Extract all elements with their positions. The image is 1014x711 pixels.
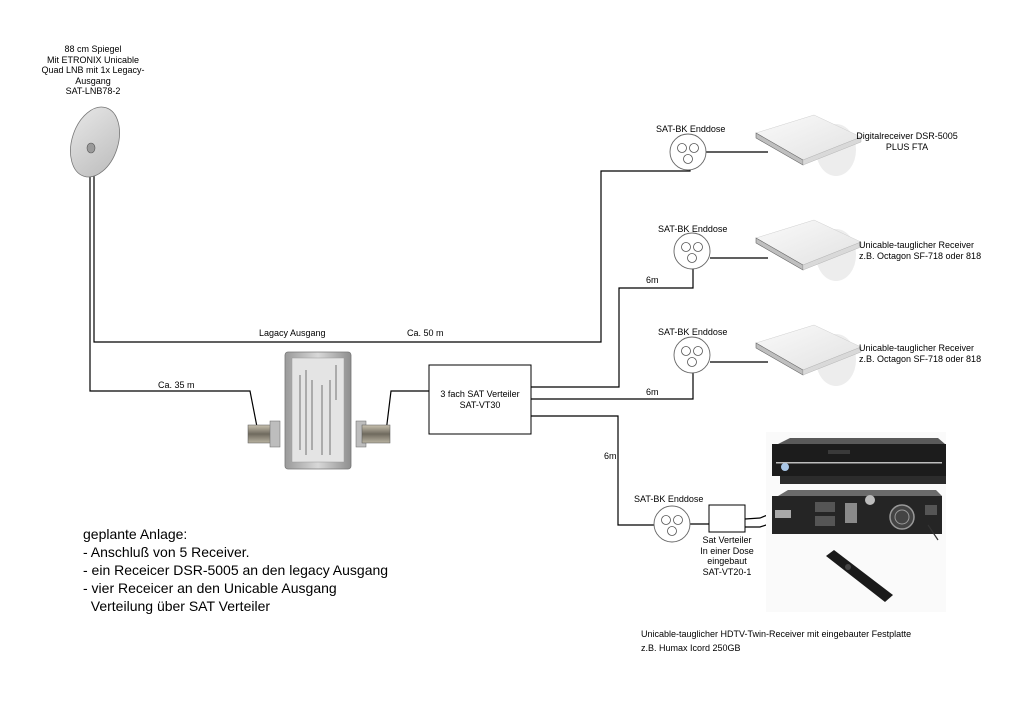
outlet-2-label: SAT-BK Enddose: [658, 224, 728, 234]
dish-label-line: Mit ETRONIX Unicable: [46, 54, 140, 65]
inbox-splitter-label: Sat Verteiler In einer Dose eingebaut SA…: [697, 535, 757, 577]
remote-control-icon: [826, 550, 893, 602]
dish-label: 88 cm Spiegel Mit ETRONIX Unicable Quad …: [38, 44, 148, 97]
receiver-2-label: Unicable-tauglicher Receiver z.B. Octago…: [859, 240, 981, 262]
dish-label-line: 88 cm Spiegel: [64, 44, 122, 54]
inbox-splitter-label-line: Sat Verteiler: [702, 535, 752, 545]
notes-heading: geplante Anlage:: [83, 526, 188, 542]
inline-amplifier-icon: [247, 351, 391, 470]
hdtv-receiver-photo: [766, 432, 946, 612]
outlet-icon: [673, 232, 711, 270]
outlet-icon: [669, 133, 707, 171]
unicable-cable: [89, 150, 259, 433]
receiver-1-label: Digitalreceiver DSR-5005 PLUS FTA: [852, 131, 962, 153]
receiver-label-line: Unicable-tauglicher Receiver: [859, 240, 975, 250]
legacy-cable-length: Ca. 50 m: [407, 328, 444, 338]
outlet-3-label: SAT-BK Enddose: [658, 327, 728, 337]
branch-3-length: 6m: [604, 451, 617, 461]
dish-label-line: SAT-LNB78-2: [65, 86, 121, 96]
outlet-icon: [653, 505, 691, 543]
splitter-label-line: 3 fach SAT Verteiler: [440, 389, 520, 399]
notes-line: - vier Receicer an den Unicable Ausgang: [83, 580, 337, 596]
receiver-back-icon: [772, 490, 942, 541]
inbox-splitter-box: [708, 504, 746, 533]
receiver-label-line: z.B. Octagon SF-718 oder 818: [859, 354, 982, 364]
inbox-splitter-label-line: SAT-VT20-1: [702, 566, 752, 577]
branch-1-length: 6m: [646, 275, 659, 285]
planning-notes: geplante Anlage: - Anschluß von 5 Receiv…: [83, 525, 388, 615]
branch-2-cable: [531, 373, 694, 400]
notes-line: - ein Receicer DSR-5005 an den legacy Au…: [83, 562, 389, 578]
outlet-4-label: SAT-BK Enddose: [634, 494, 704, 504]
inbox-splitter-label-line: In einer Dose: [700, 545, 754, 556]
legacy-cable: [93, 150, 691, 343]
dish-label-line: Quad LNB mit 1x Legacy-: [41, 65, 145, 75]
receiver-label-line: z.B. Octagon SF-718 oder 818: [859, 251, 982, 261]
notes-line: - Anschluß von 5 Receiver.: [83, 544, 250, 560]
receiver-front-icon: [772, 438, 946, 484]
receiver-box-icon: [755, 219, 862, 281]
hdtv-receiver-label: Unicable-tauglicher HDTV-Twin-Receiver m…: [641, 627, 911, 655]
hdtv-receiver-label-line: Unicable-tauglicher HDTV-Twin-Receiver m…: [641, 629, 912, 639]
notes-line: Verteilung über SAT Verteiler: [83, 598, 271, 614]
branch-3-cable: [531, 415, 654, 526]
unicable-cable-length: Ca. 35 m: [158, 380, 195, 390]
receiver-3-label: Unicable-tauglicher Receiver z.B. Octago…: [859, 343, 981, 365]
outlet-1-label: SAT-BK Enddose: [656, 124, 726, 134]
receiver-box-icon: [755, 324, 862, 386]
branch-1-cable: [531, 269, 694, 388]
satellite-dish-icon: [70, 106, 120, 178]
splitter-box: [428, 364, 532, 435]
splitter-label-line: SAT-VT30: [459, 400, 501, 410]
receiver-label-line: Digitalreceiver DSR-5005: [856, 131, 958, 141]
outlet-icon: [673, 336, 711, 374]
inbox-splitter-label-line: eingebaut: [707, 556, 747, 566]
receiver-label-line: PLUS FTA: [885, 142, 929, 152]
receiver-box-icon: [755, 114, 862, 176]
hdtv-receiver-label-line: z.B. Humax Icord 250GB: [641, 643, 741, 653]
branch-2-length: 6m: [646, 387, 659, 397]
splitter-label: 3 fach SAT Verteiler SAT-VT30: [429, 389, 531, 411]
dish-label-line: Ausgang: [75, 75, 111, 86]
legacy-cable-label: Lagacy Ausgang: [259, 328, 326, 338]
amp-to-splitter-cable: [385, 390, 429, 433]
receiver-label-line: Unicable-tauglicher Receiver: [859, 343, 975, 353]
